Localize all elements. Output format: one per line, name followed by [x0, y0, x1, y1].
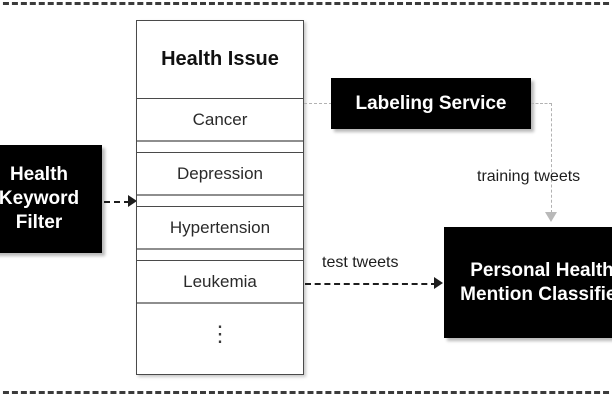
- table-row[interactable]: Depression: [137, 153, 303, 196]
- edge-filter-to-table-arrowhead: [128, 195, 137, 207]
- edge-labeling-to-classifier-vertical: [551, 103, 552, 213]
- edge-label-test-tweets: test tweets: [322, 254, 399, 271]
- table-row-divider: [137, 196, 303, 207]
- frame-top-dashed-border: [0, 2, 612, 5]
- frame-bottom-dashed-border: [0, 391, 612, 394]
- classifier-label: Personal Health Mention Classifier: [460, 259, 612, 305]
- edge-filter-to-table: [104, 201, 130, 203]
- labeling-service-label: Labeling Service: [355, 92, 507, 114]
- table-continuation-ellipsis: ⋮: [209, 321, 231, 346]
- table-row-divider: [137, 142, 303, 153]
- edge-label-training-tweets: training tweets: [477, 168, 581, 185]
- table-row[interactable]: Cancer: [137, 99, 303, 142]
- edge-table-to-classifier: [305, 283, 437, 285]
- node-health-keyword-filter[interactable]: Health Keyword Filter: [0, 145, 102, 253]
- table-tail-spacer: [137, 364, 303, 365]
- health-keyword-filter-label: Health Keyword Filter: [0, 164, 80, 233]
- table-row[interactable]: Leukemia: [137, 261, 303, 304]
- edge-labeling-to-classifier-arrowhead: [545, 212, 557, 222]
- table-row[interactable]: Hypertension: [137, 207, 303, 250]
- edge-labeling-to-classifier-horizontal: [531, 103, 552, 104]
- edge-table-to-labeling-service: [304, 103, 332, 104]
- health-issue-table-header: Health Issue: [137, 21, 303, 99]
- table-row-divider: [137, 250, 303, 261]
- node-personal-health-mention-classifier[interactable]: Personal Health Mention Classifier: [444, 227, 612, 338]
- edge-table-to-classifier-arrowhead: [434, 277, 443, 289]
- health-issue-table: Health Issue Cancer Depression Hypertens…: [136, 20, 304, 375]
- node-labeling-service[interactable]: Labeling Service: [331, 78, 531, 129]
